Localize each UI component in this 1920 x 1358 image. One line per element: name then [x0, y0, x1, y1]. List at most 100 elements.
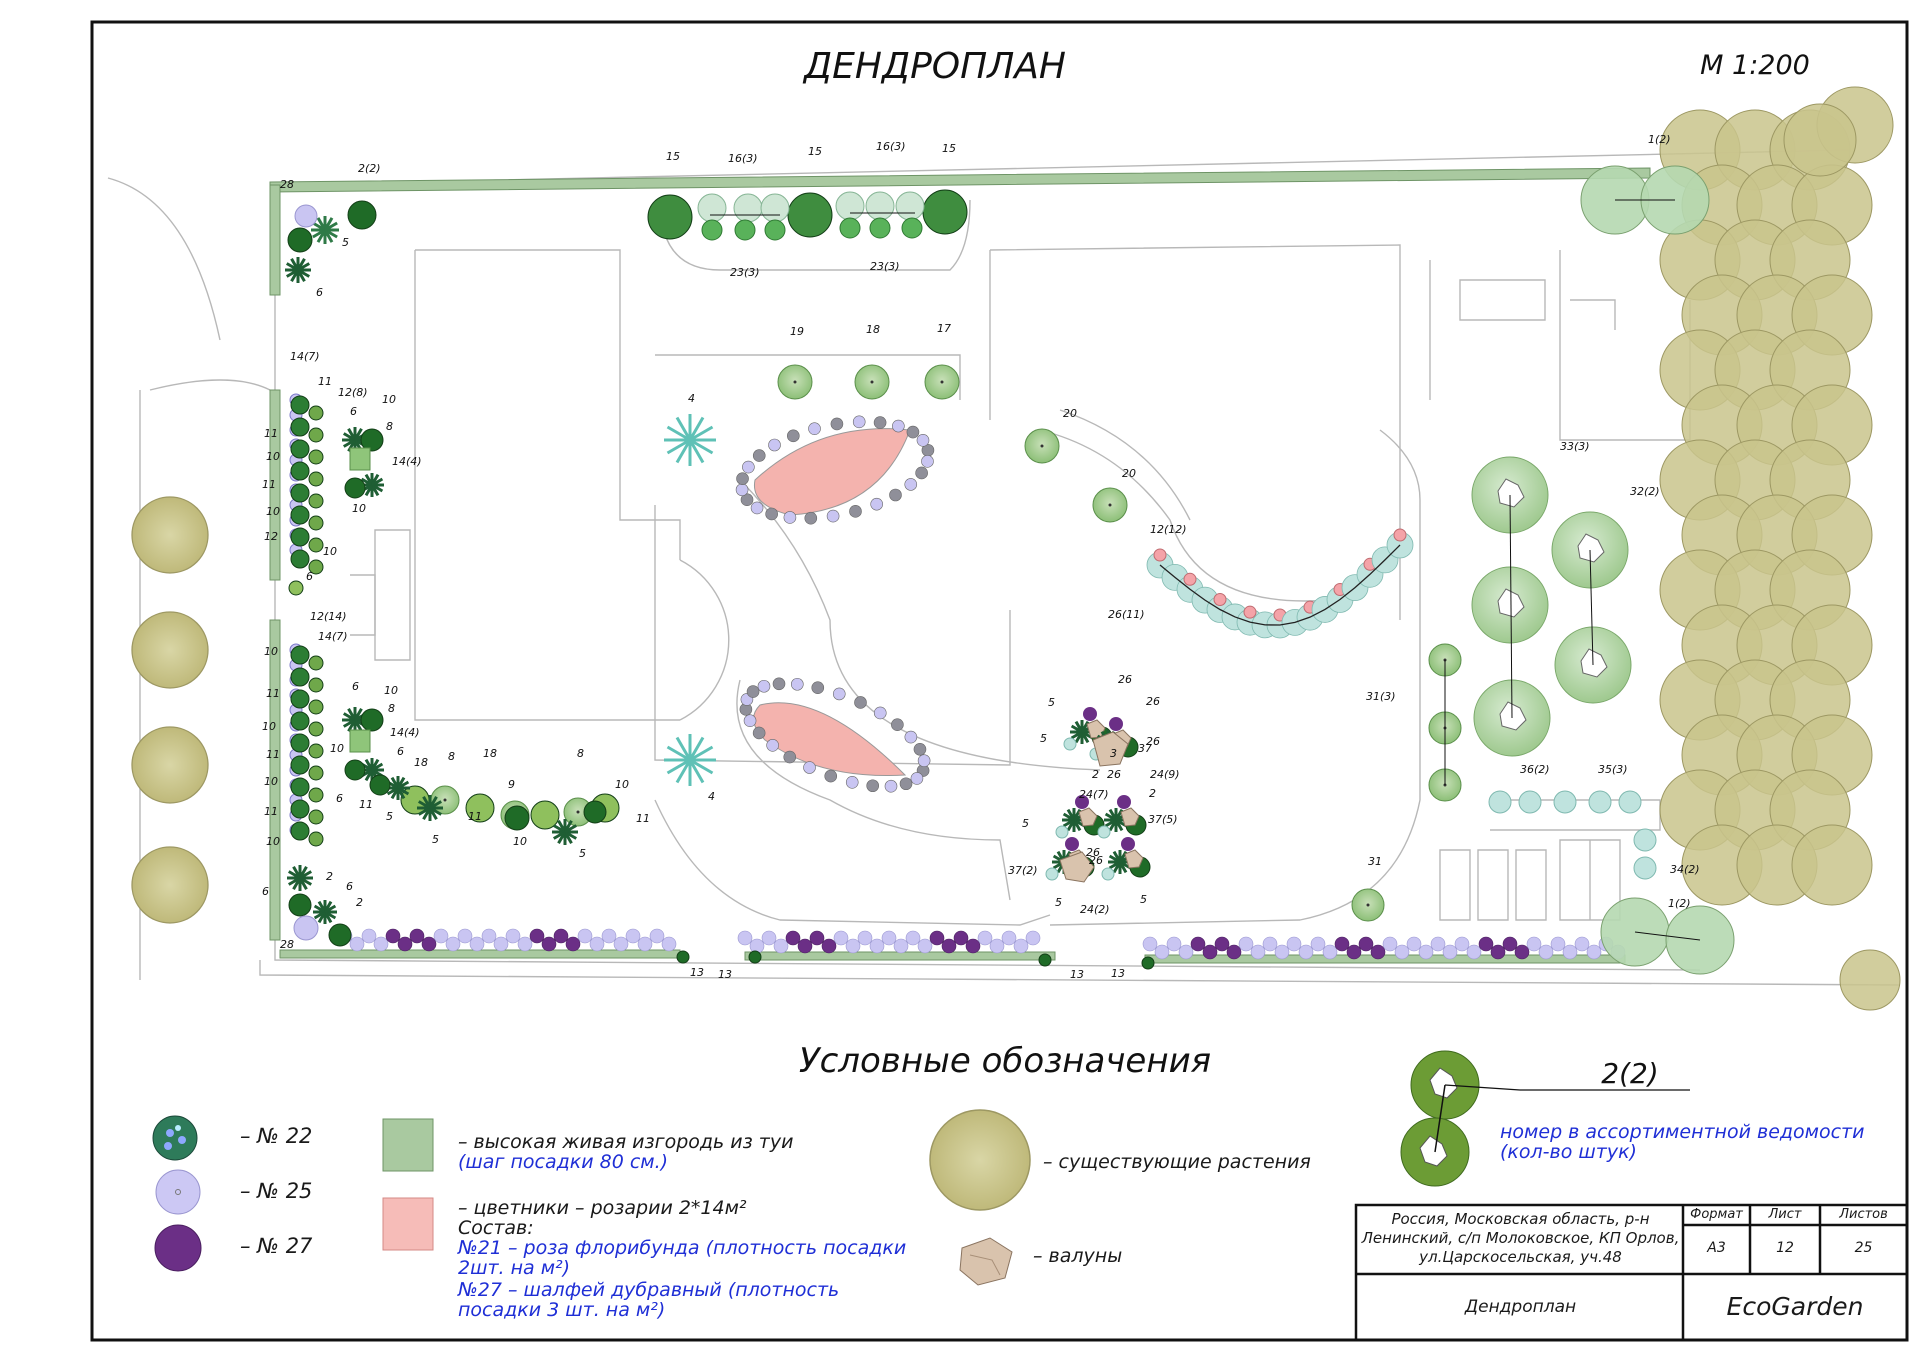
plan-label: 5 — [1140, 893, 1147, 906]
bed-edging-plant — [787, 429, 800, 443]
conifer — [308, 559, 324, 575]
plan-label: 23(3) — [730, 266, 760, 279]
leader-line — [1509, 494, 1513, 719]
legend-rosary-line2: Состав: — [458, 1217, 534, 1239]
conifer — [290, 527, 310, 547]
plan-label: 11 — [266, 748, 280, 761]
teal-shrub — [1633, 828, 1657, 852]
rosary-bed-edging — [735, 415, 935, 793]
flower-row-plant — [905, 930, 921, 946]
ornamental-plant — [865, 191, 895, 221]
bed-edging-plant — [740, 493, 754, 507]
ornamental-plant — [734, 219, 756, 241]
stamp-sheets-value: 25 — [1854, 1240, 1873, 1256]
plan-label: 10 — [513, 835, 527, 848]
bed-edging-plant — [889, 488, 902, 502]
bed-edging-plant — [899, 777, 913, 791]
plan-label: 15 — [808, 145, 822, 158]
boulder — [1059, 851, 1095, 883]
plan-label: 15 — [666, 150, 680, 163]
flower-row-plant — [1190, 936, 1206, 952]
shrub-leaf — [397, 780, 410, 790]
existing-trees — [131, 86, 1901, 1011]
plan-label: 10 — [266, 505, 280, 518]
flower-row-plant — [1454, 936, 1470, 952]
legend-symbol-hedge — [382, 1118, 434, 1172]
plan-label: 34(2) — [1670, 863, 1700, 876]
plan-label: 5 — [1040, 732, 1047, 745]
conifer — [290, 483, 310, 503]
flower-row-plant — [797, 938, 813, 954]
plan-label: 37 — [1138, 742, 1152, 755]
conifer — [360, 428, 384, 452]
shrub-leaf — [688, 759, 705, 784]
flower-row-plant — [1178, 944, 1194, 960]
bed-edging-plant — [790, 677, 804, 691]
conifer — [504, 805, 530, 831]
conifer — [290, 711, 310, 731]
flower-row-plant — [833, 930, 849, 946]
shrub-leaf — [299, 870, 313, 880]
bed-edging-plant — [752, 726, 766, 740]
legend-label-27: – № 27 — [240, 1234, 313, 1258]
flower-row-plant — [1286, 936, 1302, 952]
bed-edging-plant — [915, 466, 928, 480]
plan-label: 15 — [942, 142, 956, 155]
plan-label: 32(2) — [1630, 485, 1660, 498]
bed-edging-plant — [804, 511, 818, 525]
legend-label-22: – № 22 — [240, 1124, 313, 1148]
spiky-shrub — [417, 795, 443, 821]
flower-row-plant — [349, 936, 365, 952]
flower-row-plant — [1526, 936, 1542, 952]
plan-label: 11 — [359, 798, 373, 811]
teal-curved-bed — [1146, 528, 1657, 880]
plan-label: 8 — [386, 420, 393, 433]
flower-row-plant — [1382, 936, 1398, 952]
flower-row-plant — [1442, 944, 1458, 960]
plan-label: 4 — [688, 392, 695, 405]
flower-row-plant — [409, 928, 425, 944]
flower-row-plant — [1430, 936, 1446, 952]
conifer — [308, 427, 324, 443]
conifer — [290, 689, 310, 709]
existing-tree — [131, 496, 209, 574]
conifer — [308, 471, 324, 487]
flower-row-plant — [469, 936, 485, 952]
stamp-sheet-value: 12 — [1776, 1240, 1794, 1256]
bed-edging-plant — [826, 509, 840, 523]
conifer — [308, 699, 324, 715]
bed-edging-plant — [832, 687, 846, 701]
plant-centre — [1366, 903, 1370, 907]
bed-edging-plant — [768, 438, 781, 452]
legend-boulders-label: – валуны — [1033, 1245, 1123, 1267]
plan-label: 26 — [1107, 768, 1121, 781]
plant-centre — [443, 798, 447, 802]
ornamental-plant — [760, 193, 790, 223]
conifer — [748, 950, 762, 964]
plan-label: 11 — [636, 812, 650, 825]
ornamental-plant — [869, 217, 891, 239]
stamp-company: EcoGarden — [1726, 1292, 1864, 1321]
legend-symbol-boulder — [959, 1237, 1013, 1286]
flower-row-plant — [821, 938, 837, 954]
plan-label: 6 — [350, 405, 357, 418]
existing-tree — [1791, 824, 1873, 906]
bed-edging-plant — [852, 415, 866, 429]
flower-row-plant — [457, 928, 473, 944]
plan-label: 26 — [1146, 695, 1160, 708]
flower-row-plant — [1334, 936, 1350, 952]
flower-row-plant — [1514, 944, 1530, 960]
conifer — [290, 645, 310, 665]
bed-edging-plant — [866, 779, 880, 793]
pink-shrub — [1393, 528, 1407, 542]
plan-label: 3 — [1110, 747, 1117, 760]
flower-row-plant — [1001, 930, 1017, 946]
plan-label: 26 — [1086, 846, 1100, 859]
sheet-scale: М 1:200 — [1700, 50, 1810, 81]
ornamental-plant — [1075, 795, 1089, 809]
shrub-leaf — [688, 736, 705, 761]
plant-centre — [576, 810, 580, 814]
bed-edging-plant — [873, 706, 887, 720]
bed-edging-plant — [870, 497, 883, 511]
flower-row-plant — [953, 930, 969, 946]
